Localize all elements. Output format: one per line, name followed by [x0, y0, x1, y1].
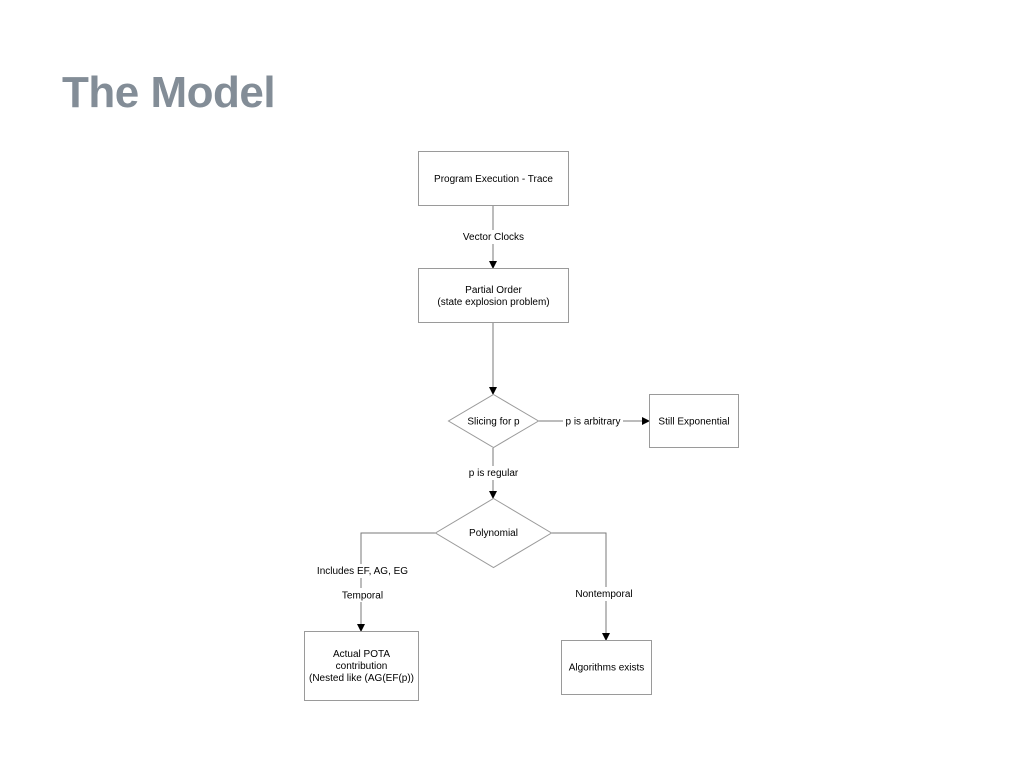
- node-algorithms-exists: Algorithms exists: [561, 640, 652, 695]
- node-slicing: Slicing for p: [447, 393, 540, 449]
- edge-nontemporal: [551, 532, 610, 641]
- node-polynomial: Polynomial: [434, 497, 553, 569]
- node-program-execution: Program Execution - Trace: [418, 151, 569, 206]
- node-label: Still Exponential: [658, 417, 729, 428]
- node-partial-order: Partial Order (state explosion problem): [418, 268, 569, 323]
- edge-label-includes: Includes EF, AG, EG: [317, 566, 408, 577]
- slide-title: The Model: [62, 68, 276, 117]
- edge-temporal: [357, 532, 436, 632]
- node-label: contribution: [336, 661, 388, 672]
- node-label: Algorithms exists: [569, 663, 645, 674]
- edge-label-vector-clocks: Vector Clocks: [463, 232, 524, 243]
- node-label: Polynomial: [469, 528, 518, 539]
- edge-label-nontemporal: Nontemporal: [575, 589, 632, 600]
- node-label: Slicing for p: [467, 417, 520, 428]
- node-label: Partial Order: [465, 285, 522, 296]
- node-actual-pota: Actual POTA contribution (Nested like (A…: [304, 631, 419, 701]
- edge-label-p-arbitrary: p is arbitrary: [565, 417, 620, 428]
- node-label: Actual POTA: [333, 649, 390, 660]
- node-still-exponential: Still Exponential: [649, 394, 739, 448]
- edge-label-temporal: Temporal: [342, 591, 383, 602]
- node-label: Program Execution - Trace: [434, 174, 553, 185]
- node-label: (state explosion problem): [437, 297, 549, 308]
- node-label: (Nested like (AG(EF(p)): [309, 673, 414, 684]
- edge-label-p-regular: p is regular: [469, 468, 519, 479]
